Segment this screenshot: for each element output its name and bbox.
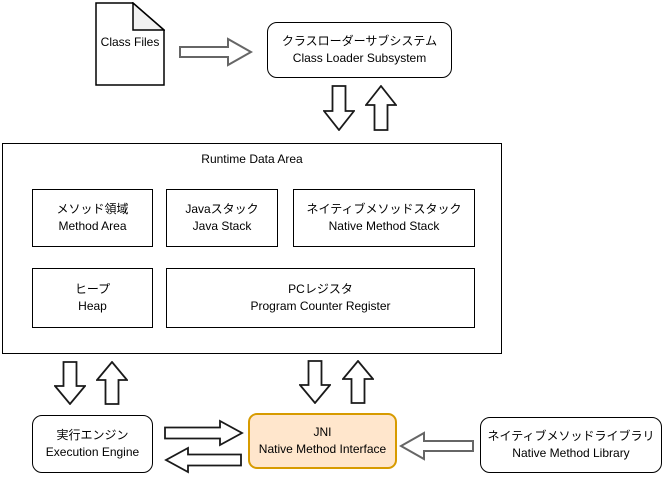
execution-engine-label-en: Execution Engine [45, 445, 140, 459]
class-loader-label-ja: クラスローダーサブシステム [281, 34, 438, 48]
pc-register-node: PCレジスタ Program Counter Register [166, 268, 475, 328]
java-stack-label-en: Java Stack [192, 219, 252, 233]
native-method-stack-node: ネイティブメソッドスタック Native Method Stack [293, 189, 475, 247]
heap-node: ヒープ Heap [32, 268, 153, 328]
jni-label-en: Native Method Interface [258, 442, 387, 456]
native-method-library-label-ja: ネイティブメソッドライブラリ [487, 429, 655, 443]
runtime-data-area-title: Runtime Data Area [201, 152, 303, 166]
class-files-label: Class Files [100, 35, 160, 49]
class-files-node: Class Files [95, 1, 167, 86]
arrow-left-icon [164, 446, 242, 474]
pc-register-label-en: Program Counter Register [250, 299, 391, 313]
java-stack-node: Javaスタック Java Stack [166, 189, 278, 247]
class-loader-label-en: Class Loader Subsystem [292, 51, 427, 65]
document-icon [95, 1, 167, 86]
native-method-library-node: ネイティブメソッドライブラリ Native Method Library [480, 417, 662, 473]
heap-label-en: Heap [78, 299, 107, 313]
arrow-down-icon [54, 361, 86, 405]
jni-label-ja: JNI [313, 425, 332, 439]
method-area-label-ja: メソッド領域 [56, 202, 129, 216]
arrow-up-icon [342, 360, 374, 404]
arrow-up-icon [96, 361, 128, 405]
arrow-right-icon [164, 419, 244, 447]
execution-engine-label-ja: 実行エンジン [56, 428, 129, 442]
native-method-stack-label-en: Native Method Stack [328, 219, 440, 233]
native-method-stack-label-ja: ネイティブメソッドスタック [306, 202, 462, 216]
method-area-label-en: Method Area [58, 219, 127, 233]
method-area-node: メソッド領域 Method Area [32, 189, 153, 247]
arrow-up-icon [365, 85, 397, 131]
arrow-down-icon [299, 360, 331, 404]
java-stack-label-ja: Javaスタック [185, 202, 259, 216]
arrow-left-icon [399, 431, 475, 461]
execution-engine-node: 実行エンジン Execution Engine [32, 415, 153, 473]
heap-label-ja: ヒープ [74, 282, 111, 296]
native-method-library-label-en: Native Method Library [512, 446, 630, 460]
arrow-right-icon [179, 37, 253, 67]
pc-register-label-ja: PCレジスタ [288, 282, 353, 296]
arrow-down-icon [323, 85, 355, 131]
jni-node: JNI Native Method Interface [248, 413, 397, 469]
class-loader-subsystem-node: クラスローダーサブシステム Class Loader Subsystem [267, 22, 452, 78]
